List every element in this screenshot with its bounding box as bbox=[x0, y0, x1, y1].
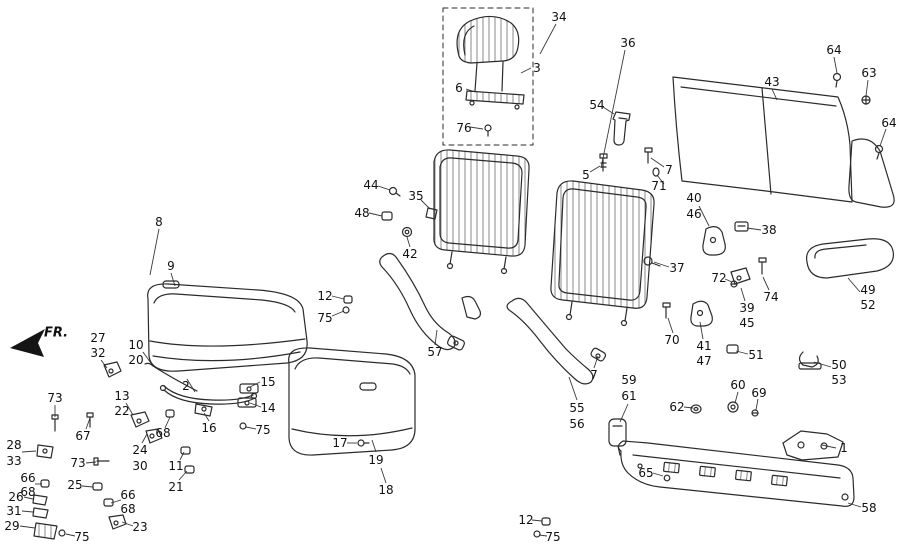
fr-direction-label: FR. bbox=[43, 325, 69, 341]
seat-belt-left bbox=[379, 252, 482, 351]
headrest-assembly bbox=[442, 7, 534, 146]
headrest-guide bbox=[612, 111, 631, 146]
fr-arrow-icon bbox=[10, 329, 45, 357]
side-garnish bbox=[805, 238, 895, 279]
seat-cushion-left bbox=[147, 280, 308, 372]
leader-lines bbox=[19, 23, 887, 537]
belt-buckle bbox=[608, 418, 627, 456]
rear-shelf-panel bbox=[672, 76, 895, 208]
hinge-hardware bbox=[32, 186, 551, 540]
seatback-left bbox=[425, 149, 530, 275]
mount-bracket bbox=[782, 430, 844, 461]
latch-hardware bbox=[599, 72, 884, 417]
seat-belt-right bbox=[506, 297, 607, 385]
seat-cushion-right bbox=[288, 347, 416, 456]
seatback-right bbox=[550, 180, 655, 327]
sill-panel bbox=[617, 440, 855, 507]
